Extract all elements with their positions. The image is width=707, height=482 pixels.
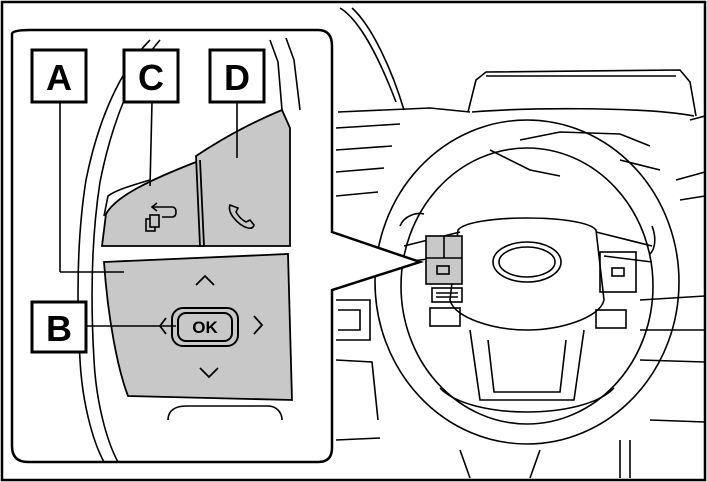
instrument-hood [467, 69, 697, 117]
steering-wheel-overview [335, 7, 706, 479]
wheel-emblem [492, 241, 562, 283]
chevron-down-icon[interactable] [199, 367, 219, 379]
leader-c [149, 101, 153, 187]
callout-c-letter: C [138, 57, 164, 98]
wheel-rim-outer [374, 119, 680, 445]
callout-c: C [122, 48, 180, 104]
callout-a-letter: A [46, 57, 72, 98]
ok-label: OK [192, 318, 218, 337]
callout-a: A [30, 48, 88, 104]
chevron-right-icon[interactable] [253, 315, 264, 335]
chevron-up-icon[interactable] [195, 274, 215, 286]
phone-button[interactable] [195, 108, 291, 247]
source-switch-icon [145, 202, 177, 232]
button-divider [199, 159, 205, 247]
callout-b: B [30, 300, 88, 354]
wheel-hub [449, 217, 605, 331]
callout-b-letter: B [46, 308, 72, 349]
callout-leaders [59, 101, 238, 327]
callout-d-letter: D [224, 57, 250, 98]
callout-d: D [208, 48, 266, 104]
phone-icon [228, 203, 255, 229]
ok-button[interactable]: OK [171, 307, 239, 347]
wheel-rim-inner [400, 147, 654, 425]
